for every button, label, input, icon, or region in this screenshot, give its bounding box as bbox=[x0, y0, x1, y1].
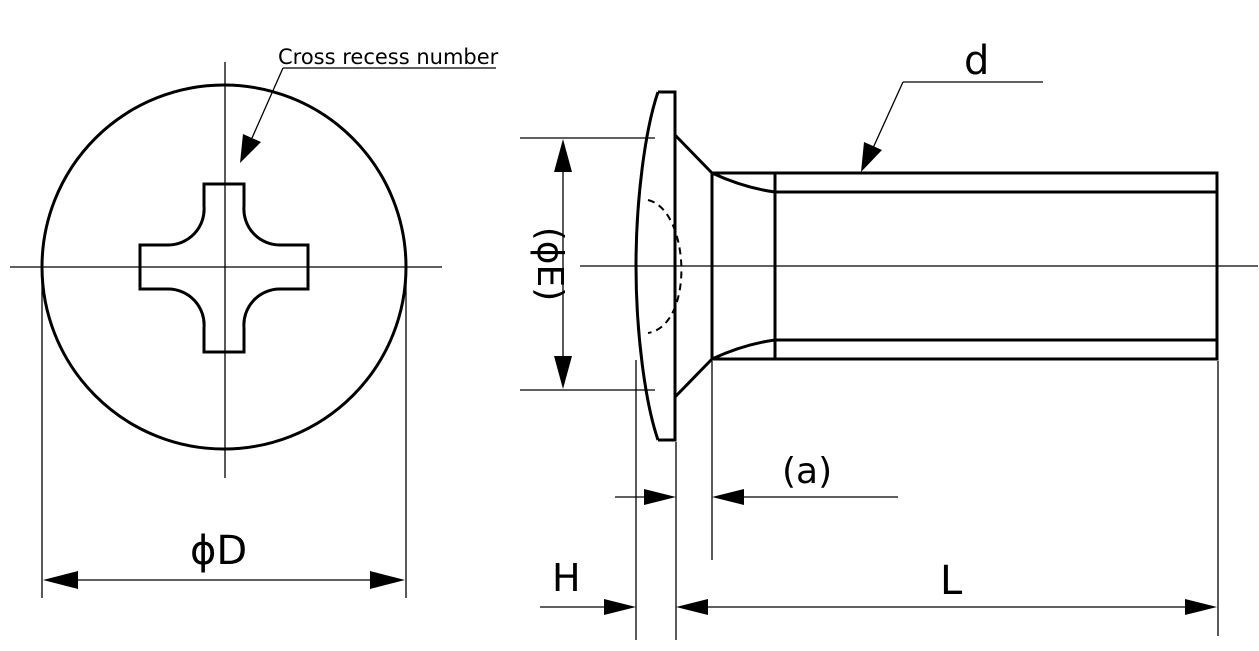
diameter-d-label: ϕD bbox=[190, 528, 247, 574]
cross-recess-label: Cross recess number bbox=[278, 45, 499, 69]
head-oval-profile bbox=[634, 91, 660, 441]
head-outline-circle bbox=[40, 83, 408, 451]
head-top-rim bbox=[658, 90, 677, 442]
side-view: d (ϕE) (a) H L bbox=[520, 38, 1258, 640]
recess-hidden-line bbox=[647, 199, 683, 334]
cross-recess-leader-line bbox=[251, 67, 284, 139]
e-arrow-bottom bbox=[554, 356, 572, 389]
l-arrow-right bbox=[1185, 599, 1217, 615]
l-label: L bbox=[940, 558, 963, 604]
cross-recess-shape bbox=[138, 182, 310, 354]
d-arrow bbox=[861, 142, 882, 172]
diameter-d-arrow-right bbox=[370, 571, 405, 589]
shank-outline bbox=[712, 171, 1219, 361]
thread-root-top bbox=[711, 171, 1217, 194]
h-arrow-left bbox=[604, 599, 636, 615]
h-arrow-right bbox=[676, 599, 708, 615]
d-leader-line bbox=[872, 81, 904, 149]
d-label: d bbox=[964, 38, 989, 84]
thread-root-bottom bbox=[711, 338, 1217, 361]
e-label: (ϕE) bbox=[529, 227, 570, 302]
a-arrow-left bbox=[644, 489, 676, 505]
head-underside-bottom bbox=[673, 357, 714, 399]
a-arrow-right bbox=[712, 489, 744, 505]
h-label: H bbox=[552, 556, 581, 600]
diameter-d-arrow-left bbox=[43, 571, 78, 589]
e-arrow-top bbox=[554, 139, 572, 172]
head-view: Cross recess number ϕD bbox=[10, 45, 499, 598]
cross-recess-arrow bbox=[240, 134, 261, 163]
head-underside-top bbox=[673, 133, 714, 175]
a-label: (a) bbox=[782, 451, 832, 492]
